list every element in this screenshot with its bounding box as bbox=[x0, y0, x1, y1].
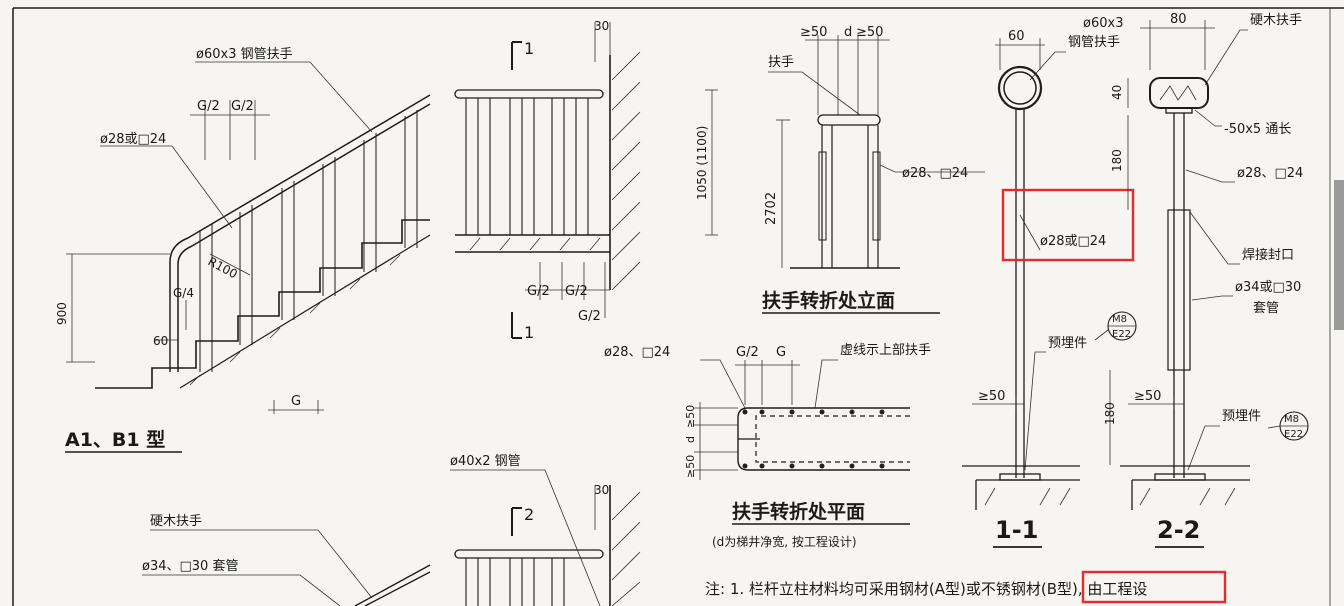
g-half-label-c: G/2 bbox=[527, 284, 550, 299]
dim-30-bottom: 30 bbox=[594, 483, 609, 497]
baluster-size-label: ø28或□24 bbox=[100, 132, 166, 147]
s22-e22: E22 bbox=[1284, 429, 1303, 440]
turn-elevation: ≥50 d ≥50 扶手 ø28、□24 2702 扶手转折处立面 bbox=[762, 25, 985, 314]
baluster-label-c: ø28、□24 bbox=[604, 345, 670, 360]
handrail-pipe-label: ø60x3 钢管扶手 bbox=[196, 47, 293, 62]
baluster-label-b: ø28、□24 bbox=[902, 166, 968, 181]
s22-dim-80: 80 bbox=[1170, 12, 1187, 27]
section-marker-top: 1 bbox=[524, 39, 534, 58]
g-quarter-label: G/4 bbox=[173, 286, 194, 300]
s22-wood-label: 硬木扶手 bbox=[1250, 13, 1302, 28]
dashed-rail-note: 虚线示上部扶手 bbox=[840, 343, 931, 358]
dim-1050-label: 1050 (1100) bbox=[695, 126, 709, 200]
wood-rail-label: 硬木扶手 bbox=[150, 514, 202, 529]
wood-rail-section bbox=[1149, 77, 1209, 109]
g-half-label-e: G/2 bbox=[578, 309, 601, 324]
s11-embed-label: 预埋件 bbox=[1048, 336, 1087, 351]
dim-30-top: 30 bbox=[594, 19, 609, 33]
s11-baluster-label: ø28或□24 bbox=[1040, 234, 1106, 249]
dim-d: d bbox=[844, 25, 852, 40]
dim-ge50-b: ≥50 bbox=[856, 25, 883, 40]
g-half-label-d: G/2 bbox=[565, 284, 588, 299]
turn-plan: ø28、□24 G/2 G 虚线示上部扶手 ≥50 d ≥50 扶手转折处平面 … bbox=[604, 343, 931, 549]
s22-dim-40: 40 bbox=[1110, 85, 1124, 100]
section-marker-bottom: 1 bbox=[524, 323, 534, 342]
dim-d2: d bbox=[684, 436, 697, 443]
s22-m8: M8 bbox=[1284, 414, 1299, 425]
side-elevation: 1 1 30 10 bbox=[454, 19, 718, 342]
s11-pipe-size: ø60x3 bbox=[1083, 16, 1123, 31]
dim-ge50-d: ≥50 bbox=[684, 455, 697, 478]
s22-dim-180b: 180 bbox=[1103, 402, 1117, 425]
note-text: 注: 1. 栏杆立柱材料均可采用钢材(A型)或不锈钢材(B型), 由工程设 bbox=[705, 580, 1147, 598]
s22-embed-label: 预埋件 bbox=[1222, 409, 1261, 424]
g-half-label-f: G/2 bbox=[736, 345, 759, 360]
s22-baluster: ø28、□24 bbox=[1237, 166, 1303, 181]
highlight-baluster-label bbox=[1001, 188, 1135, 262]
g-half-label-b: G/2 bbox=[231, 99, 254, 114]
s22-flat-bar: -50x5 通长 bbox=[1224, 122, 1291, 137]
s22-dim-180: 180 bbox=[1110, 149, 1124, 172]
highlight-stainless-note bbox=[1081, 570, 1227, 604]
stair-elevation: ø60x3 钢管扶手 G/2 G/2 ø28或□24 R100 G/4 60 9… bbox=[55, 47, 431, 453]
sleeve-label: ø34、□30 套管 bbox=[142, 558, 238, 574]
s11-pipe-label: 钢管扶手 bbox=[1068, 35, 1120, 50]
tread-g-label: G bbox=[291, 394, 301, 409]
sleeve-tube bbox=[1167, 209, 1191, 371]
dim-900-label: 900 bbox=[55, 302, 69, 325]
section-2-2-title: 2-2 bbox=[1157, 516, 1200, 544]
a1-b1-type-title: A1、B1 型 bbox=[65, 428, 165, 451]
dim-2702-label: 2702 bbox=[764, 192, 779, 225]
page-edge-tab bbox=[1334, 180, 1344, 330]
s11-e22: E22 bbox=[1112, 329, 1131, 340]
s11-dim-60: 60 bbox=[1008, 29, 1025, 44]
s11-m8: M8 bbox=[1112, 314, 1127, 325]
section-marker-2: 2 bbox=[524, 505, 534, 524]
turn-elevation-title: 扶手转折处立面 bbox=[762, 289, 895, 312]
s22-ge50: ≥50 bbox=[1134, 389, 1161, 404]
dim-ge50-c: ≥50 bbox=[684, 405, 697, 428]
dim-60-label: 60 bbox=[153, 334, 168, 348]
radius-label: R100 bbox=[206, 254, 240, 281]
s22-sleeve-label: 套管 bbox=[1253, 300, 1279, 316]
dim-ge50-a: ≥50 bbox=[800, 25, 827, 40]
turn-plan-title: 扶手转折处平面 bbox=[732, 500, 865, 523]
section-2-2: 80 硬木扶手 40 -50x5 通长 180 ø28、□24 焊接封口 ø34… bbox=[1103, 12, 1309, 548]
g-half-label-a: G/2 bbox=[197, 99, 220, 114]
handrail-label: 扶手 bbox=[768, 55, 794, 70]
g-full-label: G bbox=[776, 345, 786, 360]
pipe-40-label: ø40x2 钢管 bbox=[450, 454, 521, 469]
s22-sleeve-size: ø34或□30 bbox=[1235, 280, 1301, 295]
section-1-1: 60 ø60x3 钢管扶手 ø28或□24 预埋件 M8 E22 ≥50 1-1 bbox=[962, 16, 1137, 548]
plan-note: (d为梯井净宽, 按工程设计) bbox=[712, 534, 857, 549]
section-1-1-title: 1-1 bbox=[995, 516, 1038, 544]
lower-views: ø40x2 钢管 30 2 硬木扶手 ø34、□30 套管 bbox=[142, 454, 641, 606]
s22-weld-label: 焊接封口 bbox=[1242, 247, 1294, 263]
s11-ge50: ≥50 bbox=[978, 389, 1005, 404]
